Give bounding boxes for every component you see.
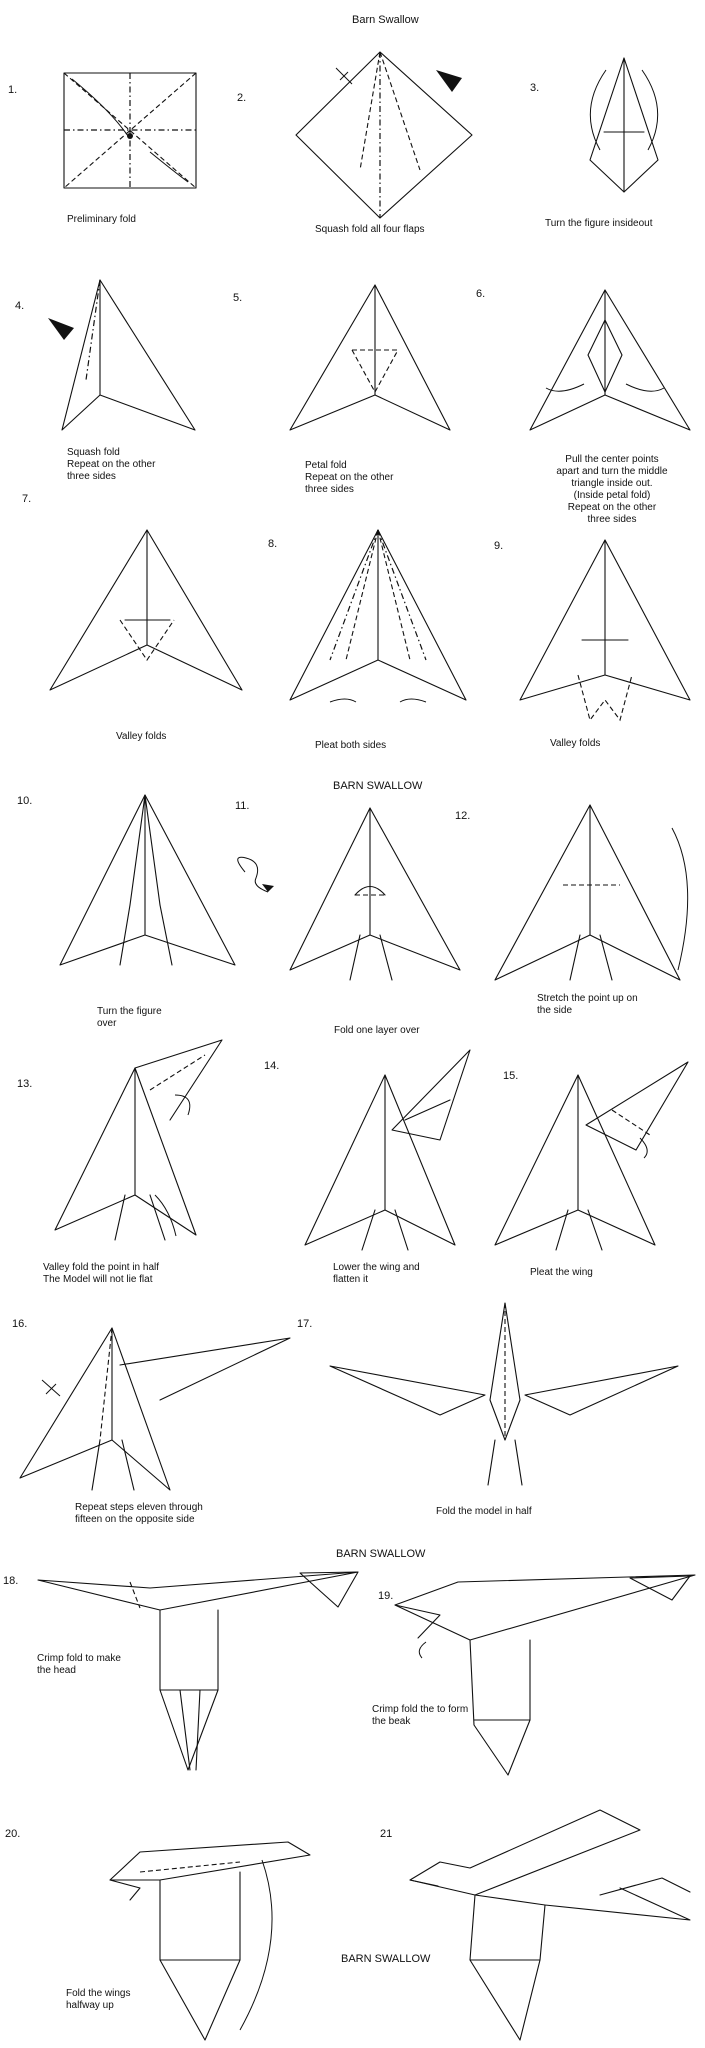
section-title-3: BARN SWALLOW	[336, 1548, 425, 1560]
step-15-number: 15.	[503, 1070, 518, 1082]
step-20-caption: Fold the wings halfway up	[66, 1988, 130, 2012]
step-7-caption: Valley folds	[116, 731, 166, 743]
step-11-drawing	[238, 808, 460, 980]
step-12-number: 12.	[455, 810, 470, 822]
step-11-caption: Fold one layer over	[334, 1025, 420, 1037]
step-4-number: 4.	[15, 300, 24, 312]
step-14-drawing	[305, 1050, 470, 1250]
step-9-drawing	[520, 540, 690, 720]
step-19-drawing	[395, 1575, 695, 1775]
step-17-number: 17.	[297, 1318, 312, 1330]
section-title-2: BARN SWALLOW	[333, 780, 422, 792]
step-8-number: 8.	[268, 538, 277, 550]
step-2-number: 2.	[237, 92, 246, 104]
step-6-number: 6.	[476, 288, 485, 300]
step-3-number: 3.	[530, 82, 539, 94]
step-13-number: 13.	[17, 1078, 32, 1090]
step-7-number: 7.	[22, 493, 31, 505]
section-title-4: BARN SWALLOW	[341, 1953, 430, 1965]
step-16-number: 16.	[12, 1318, 27, 1330]
step-11-number: 11.	[235, 800, 249, 812]
step-12-drawing	[495, 805, 688, 980]
step-13-caption: Valley fold the point in half The Model …	[43, 1262, 159, 1286]
step-3-caption: Turn the figure insideout	[545, 218, 652, 230]
step-5-drawing	[290, 285, 450, 430]
step-20-number: 20.	[5, 1828, 20, 1840]
step-4-caption: Squash fold Repeat on the other three si…	[67, 447, 155, 483]
step-16-caption: Repeat steps eleven through fifteen on t…	[75, 1502, 203, 1526]
step-13-drawing	[55, 1040, 222, 1240]
step-2-caption: Squash fold all four flaps	[315, 224, 425, 236]
step-10-caption: Turn the figure over	[97, 1006, 162, 1030]
step-21-number: 21	[380, 1828, 392, 1840]
step-6-drawing	[530, 290, 690, 430]
diagram-title: Barn Swallow	[352, 14, 419, 26]
step-8-caption: Pleat both sides	[315, 740, 386, 752]
step-2-drawing	[296, 52, 472, 218]
step-1-number: 1.	[8, 84, 17, 96]
step-12-caption: Stretch the point up on the side	[537, 993, 638, 1017]
step-19-caption: Crimp fold the to form the beak	[372, 1704, 468, 1728]
step-17-caption: Fold the model in half	[436, 1506, 532, 1518]
step-20-drawing	[110, 1842, 310, 2040]
step-1-caption: Preliminary fold	[67, 214, 136, 226]
step-4-drawing	[48, 280, 195, 430]
step-15-drawing	[495, 1062, 688, 1250]
step-19-number: 19.	[378, 1590, 393, 1602]
step-14-number: 14.	[264, 1060, 279, 1072]
step-17-drawing	[330, 1303, 678, 1485]
step-6-caption: Pull the center points apart and turn th…	[537, 454, 687, 526]
step-10-drawing	[60, 795, 235, 965]
step-5-caption: Petal fold Repeat on the other three sid…	[305, 460, 393, 496]
step-7-drawing	[50, 530, 242, 690]
step-15-caption: Pleat the wing	[530, 1267, 593, 1279]
step-14-caption: Lower the wing and flatten it	[333, 1262, 420, 1286]
step-9-caption: Valley folds	[550, 738, 600, 750]
step-21-drawing	[410, 1810, 690, 2040]
step-9-number: 9.	[494, 540, 503, 552]
step-18-caption: Crimp fold to make the head	[37, 1653, 121, 1677]
step-5-number: 5.	[233, 292, 242, 304]
step-10-number: 10.	[17, 795, 32, 807]
step-1-drawing	[64, 73, 196, 188]
step-8-drawing	[290, 530, 466, 702]
step-18-number: 18.	[3, 1575, 18, 1587]
step-3-drawing	[590, 58, 658, 192]
step-16-drawing	[20, 1328, 290, 1490]
